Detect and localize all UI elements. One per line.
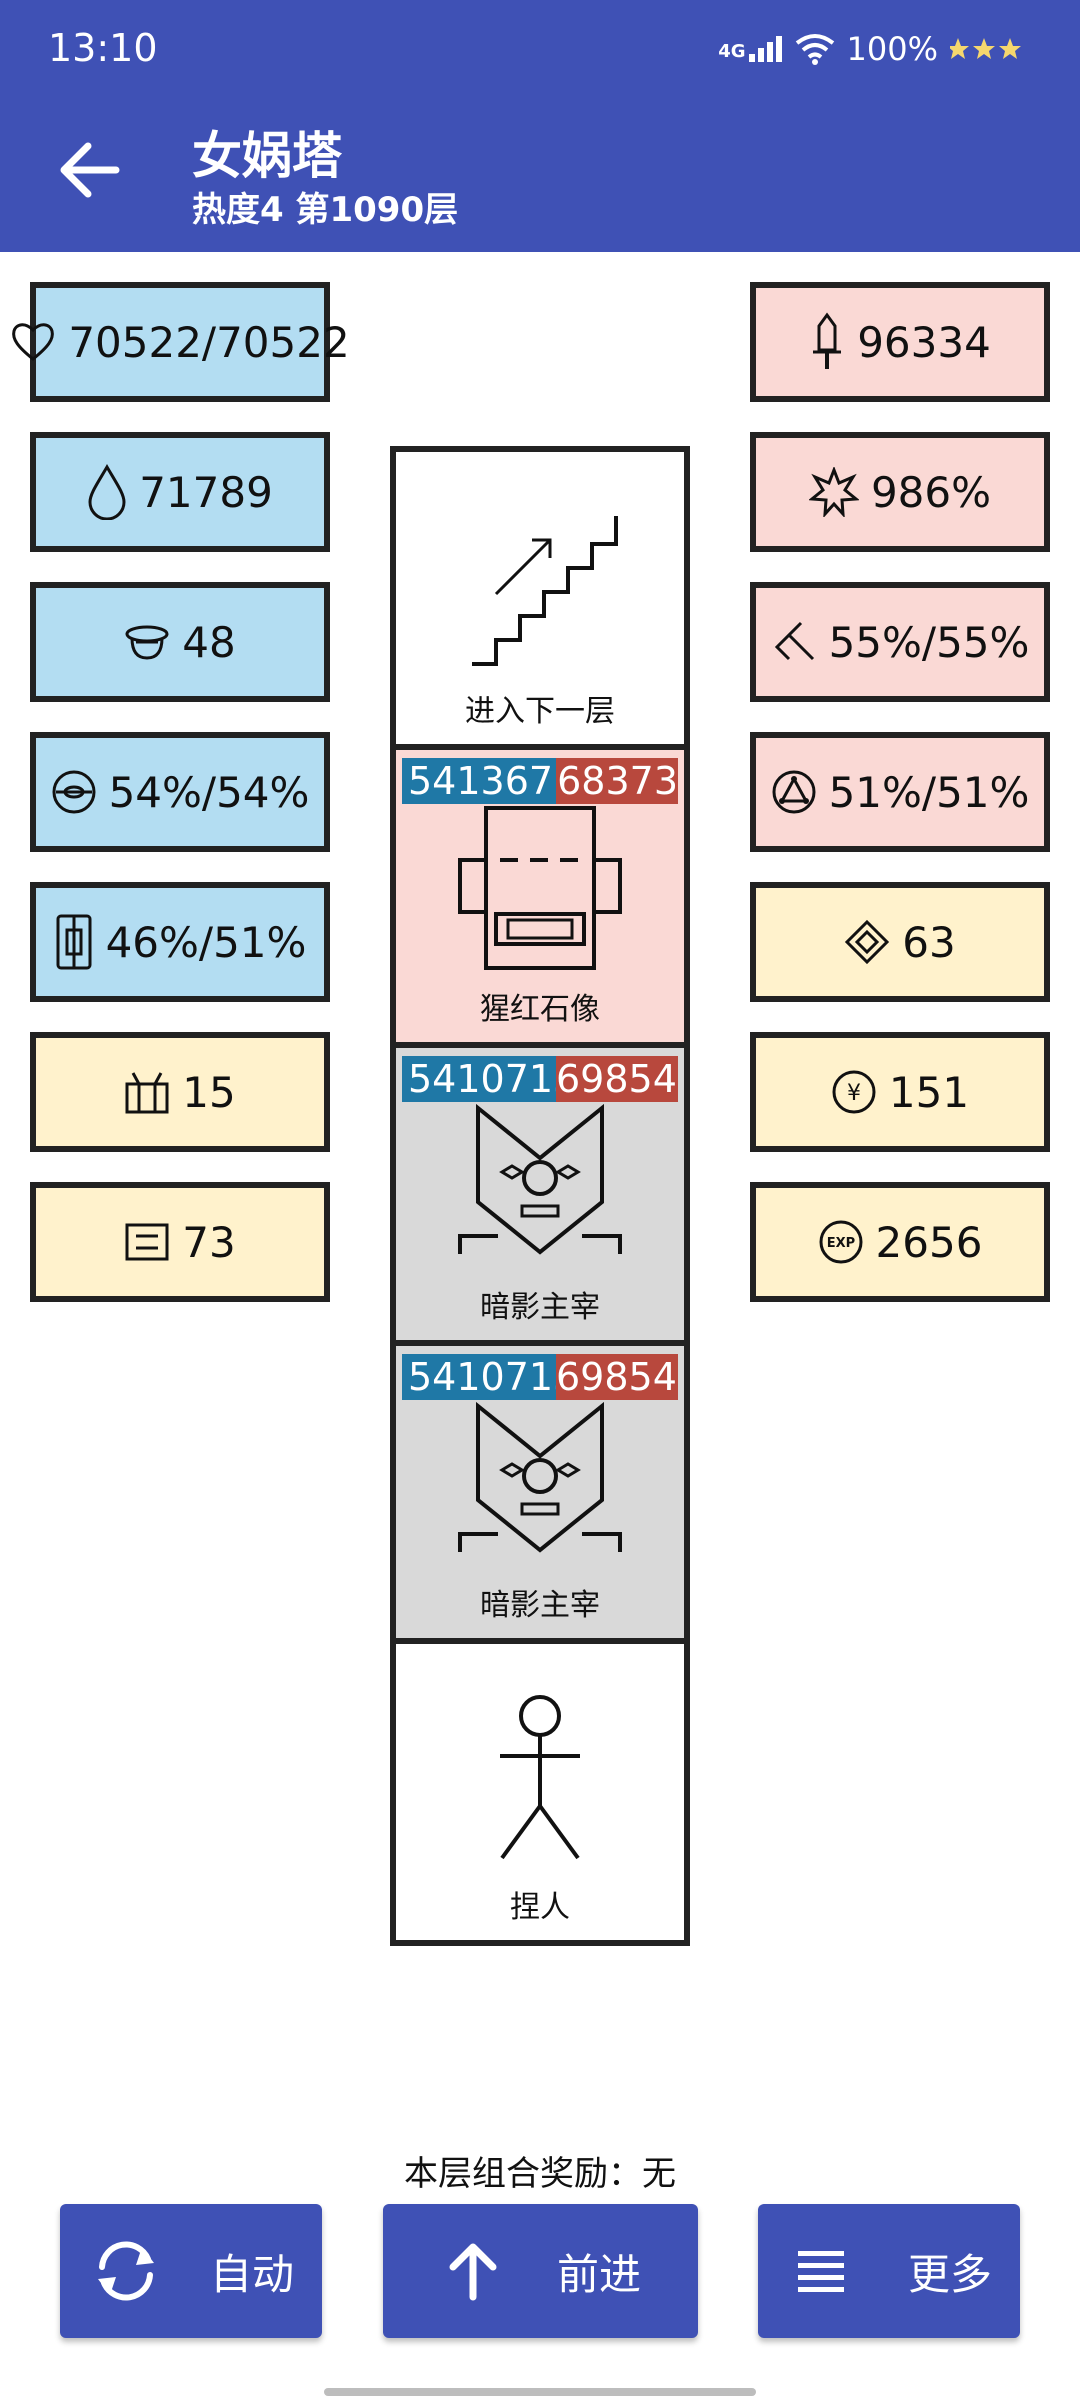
stairs-icon — [472, 516, 618, 666]
page-title: 女娲塔 — [192, 127, 342, 185]
tower-column: 进入下一层 5413677 268373 猩红石像 5410715 69854 — [390, 446, 690, 1946]
stat-hit: 51%/51% — [750, 732, 1050, 852]
enemy-hp: 5413677 — [402, 758, 556, 804]
refresh-icon — [98, 2241, 154, 2301]
enemy-name: 暗影主宰 — [480, 1588, 600, 1623]
stat-pierce: 55%/55% — [750, 582, 1050, 702]
shadow-lord-icon — [458, 1401, 622, 1553]
status-time: 13:10 — [48, 26, 158, 70]
advance-button[interactable]: 前进 — [383, 2204, 698, 2338]
floor-reward-text: 本层组合奖励：无 — [404, 2154, 676, 2194]
heart-icon — [12, 323, 55, 361]
yen-icon: ¥ — [832, 1070, 876, 1114]
svg-text:EXP: EXP — [826, 1236, 854, 1251]
wifi-icon — [795, 34, 834, 65]
enemy-attack: 268373 — [556, 758, 678, 804]
stat-scroll: 73 — [30, 1182, 330, 1302]
stat-mp: 71789 — [30, 432, 330, 552]
enemy-stat-bar: 5413677 268373 — [402, 758, 678, 804]
enemy-stat-bar: 5410715 69854 — [402, 1354, 678, 1400]
enemy-name: 猩红石像 — [480, 992, 600, 1027]
enemy-attack: 69854 — [556, 1056, 678, 1102]
stat-resist: 54%/54% — [30, 732, 330, 852]
sword-icon — [813, 312, 842, 369]
stat-block: 46%/51% — [30, 882, 330, 1002]
home-indicator[interactable] — [324, 2388, 756, 2396]
drop-icon — [88, 464, 126, 520]
enemy-cell[interactable]: 5413677 268373 猩红石像 — [396, 750, 684, 1048]
menu-icon — [798, 2251, 844, 2292]
burst-icon — [808, 467, 859, 517]
status-icons: 4G 100% — [718, 30, 1030, 68]
ring-icon — [52, 770, 96, 814]
stat-gift: 15 — [30, 1032, 330, 1152]
triangle-circle-icon — [772, 770, 816, 814]
next-floor-label: 进入下一层 — [465, 694, 615, 729]
page-subtitle: 热度4 第1090层 — [192, 190, 459, 230]
more-button[interactable]: 更多 — [758, 2204, 1020, 2338]
enemy-attack: 69854 — [556, 1354, 678, 1400]
shadow-lord-icon — [458, 1103, 622, 1255]
enemy-cell[interactable]: 5410715 69854 暗影主宰 — [396, 1346, 684, 1644]
app-header: 13:10 4G 100% 女娲塔 热度4 第1090层 — [0, 0, 1080, 252]
scroll-icon — [125, 1223, 169, 1261]
enemy-hp: 5410715 — [402, 1056, 556, 1102]
helmet-icon — [125, 625, 169, 660]
exp-icon: EXP — [819, 1220, 863, 1264]
arrow-up-icon — [449, 2243, 497, 2301]
enemy-stat-bar: 5410715 69854 — [402, 1056, 678, 1102]
player-cell[interactable]: 捏人 — [396, 1644, 684, 1940]
enemy-hp: 5410715 — [402, 1354, 556, 1400]
gift-icon — [125, 1072, 169, 1114]
shield-icon — [56, 914, 92, 970]
back-arrow-icon[interactable] — [58, 140, 122, 200]
statue-enemy-icon — [458, 806, 622, 970]
enemy-cell[interactable]: 5410715 69854 暗影主宰 — [396, 1048, 684, 1346]
stat-crit: 986% — [750, 432, 1050, 552]
stat-defense: 48 — [30, 582, 330, 702]
auto-button[interactable]: 自动 — [60, 2204, 322, 2338]
stat-attack: 96334 — [750, 282, 1050, 402]
player-label: 捏人 — [510, 1890, 570, 1925]
stat-money: ¥ 151 — [750, 1032, 1050, 1152]
diamond-icon — [845, 919, 890, 965]
next-floor-cell[interactable]: 进入下一层 — [396, 452, 684, 750]
svg-text:¥: ¥ — [847, 1081, 861, 1106]
battery-text: 100% — [846, 30, 938, 68]
stat-hp: 70522/70522 — [12, 282, 350, 402]
stat-exp: EXP 2656 — [750, 1182, 1050, 1302]
signal-icon: 4G — [718, 36, 782, 62]
enemy-name: 暗影主宰 — [480, 1290, 600, 1325]
stat-gem: 63 — [750, 882, 1050, 1002]
slash-icon — [774, 621, 814, 661]
battery-icon — [950, 38, 1021, 59]
stick-figure-icon — [500, 1695, 580, 1860]
